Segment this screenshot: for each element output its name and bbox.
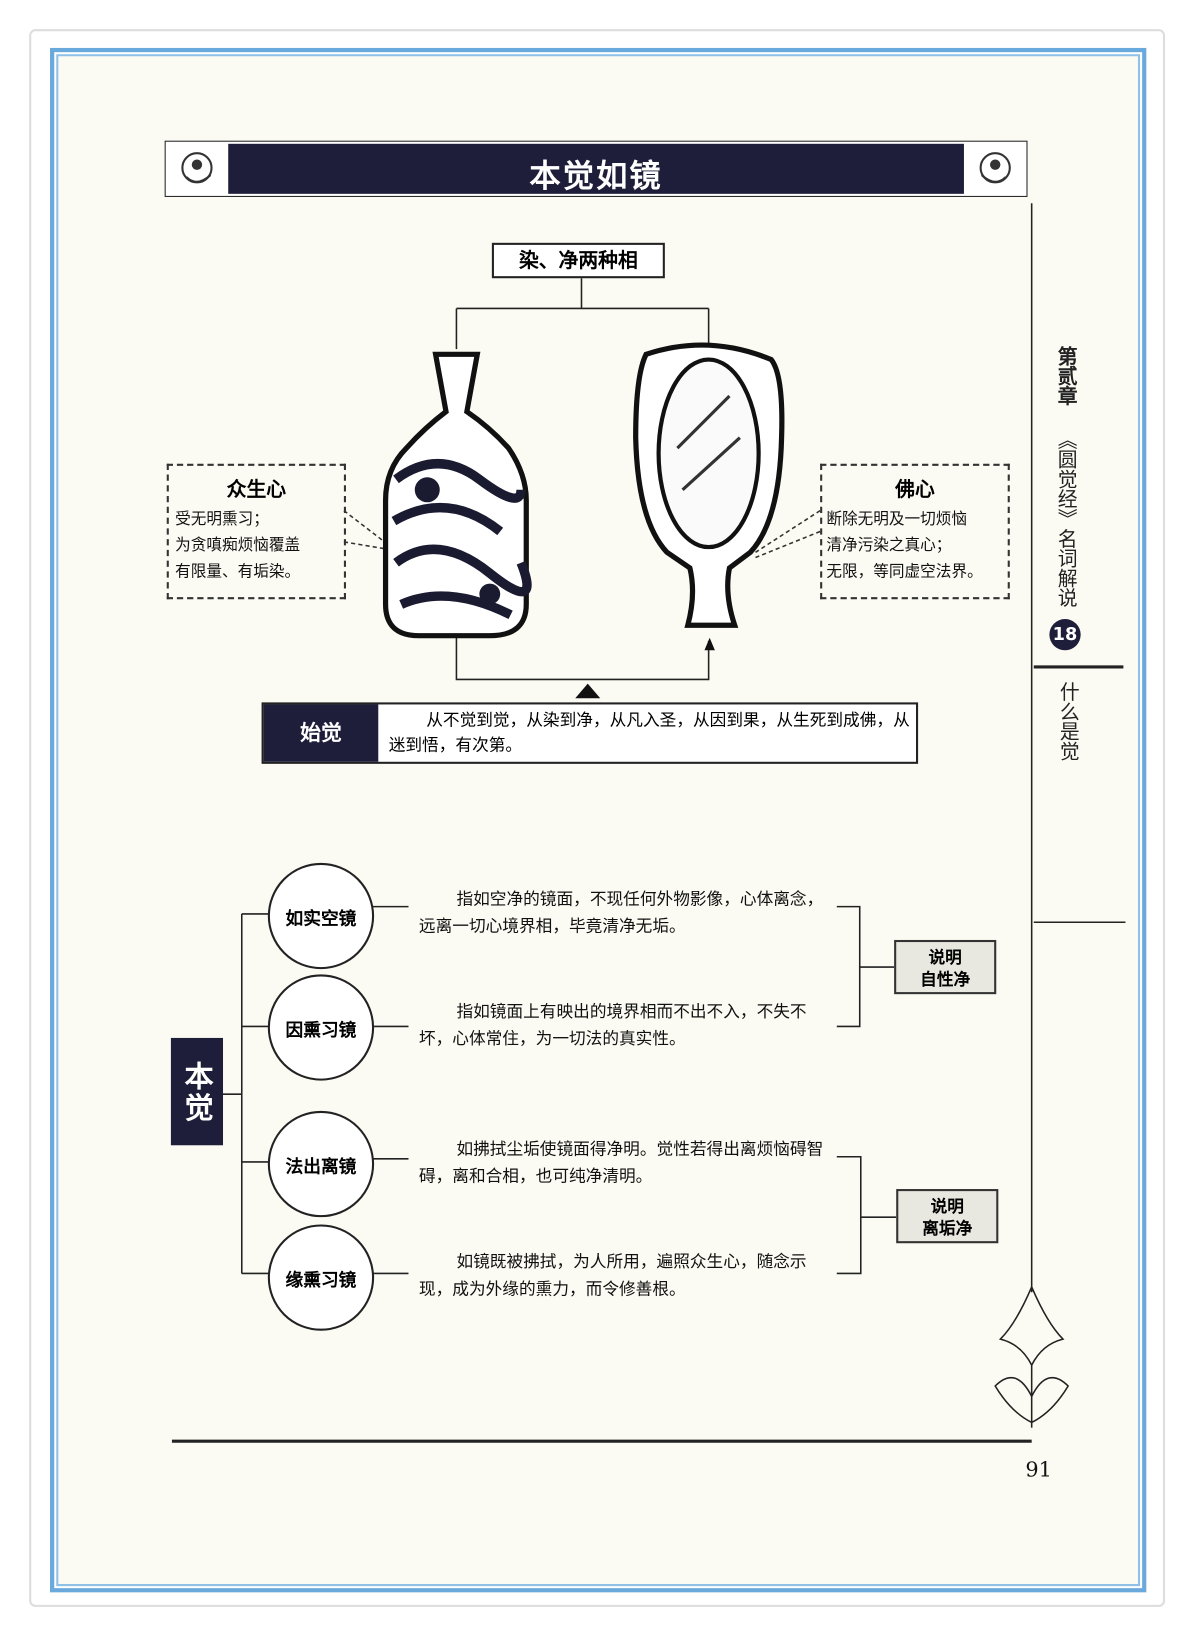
vase-illustration (382, 351, 532, 639)
shijue-box: 始觉 从不觉到觉，从染到净，从凡入圣，从因到果，从生死到成佛，从迷到悟，有次第。 (261, 702, 919, 764)
left-line: 为贪嗔痴烦恼覆盖 (175, 535, 301, 555)
lotus-ornament (994, 1285, 1070, 1428)
mirror-desc-1: 指如空净的镜面，不现任何外物影像，心体离念，远离一切心境界相，毕竟清净无垢。 (418, 888, 824, 936)
right-title: 佛心 (895, 478, 935, 502)
mirror-type-4: 缘熏习镜 (267, 1224, 375, 1331)
benjue-label: 本觉 (170, 1037, 224, 1146)
page-frame (50, 47, 1147, 1593)
left-callout: 众生心 受无明熏习； 为贪嗔痴烦恼覆盖 有限量、有垢染。 (166, 463, 346, 600)
ornament-icon (181, 152, 213, 184)
mirror-desc-3: 如拂拭尘垢使镜面得净明。觉性若得出离烦恼碍智碍，离和合相，也可纯净清明。 (418, 1139, 824, 1186)
page-number: 91 (1025, 1456, 1052, 1482)
section-label: 什么是觉 (1056, 681, 1080, 761)
left-line: 有限量、有垢染。 (175, 561, 301, 581)
right-line: 断除无明及一切烦恼 (826, 509, 968, 529)
shijue-label: 始觉 (263, 704, 379, 762)
section-number-badge: 18 (1049, 619, 1081, 651)
right-callout: 佛心 断除无明及一切烦恼 清净污染之真心； 无限，等同虚空法界。 (820, 463, 1010, 600)
ornament-icon (979, 152, 1011, 184)
left-line: 受无明熏习； (175, 509, 269, 529)
mirror-illustration (633, 342, 785, 628)
shijue-text: 从不觉到觉，从染到净，从凡入圣，从因到果，从生死到成佛，从迷到悟，有次第。 (388, 709, 910, 755)
page-title: 本觉如镜 (529, 158, 663, 195)
mirror-desc-4: 如镜既被拂拭，为人所用，遍照众生心，随念示现，成为外缘的熏力，而令修善根。 (418, 1251, 807, 1299)
tag-self-pure: 说明自性净 (894, 939, 997, 995)
top-label: 染、净两种相 (491, 242, 665, 279)
mirror-type-2: 因熏习镜 (267, 974, 375, 1081)
chapter-label: 第贰章 (1054, 345, 1078, 406)
title-banner: 本觉如镜 (164, 140, 1028, 197)
mirror-type-3: 法出离镜 (267, 1110, 375, 1218)
tag-stain-free: 说明离垢净 (896, 1189, 999, 1244)
book-label: 《圆觉经》名词解说 (1054, 429, 1078, 608)
right-line: 无限，等同虚空法界。 (826, 561, 983, 581)
right-line: 清净污染之真心； (826, 535, 952, 555)
mirror-desc-2: 指如镜面上有映出的境界相而不出不入，不失不坏，心体常住，为一切法的真实性。 (418, 1001, 807, 1049)
left-title: 众生心 (226, 478, 287, 502)
mirror-type-1: 如实空镜 (267, 862, 375, 970)
